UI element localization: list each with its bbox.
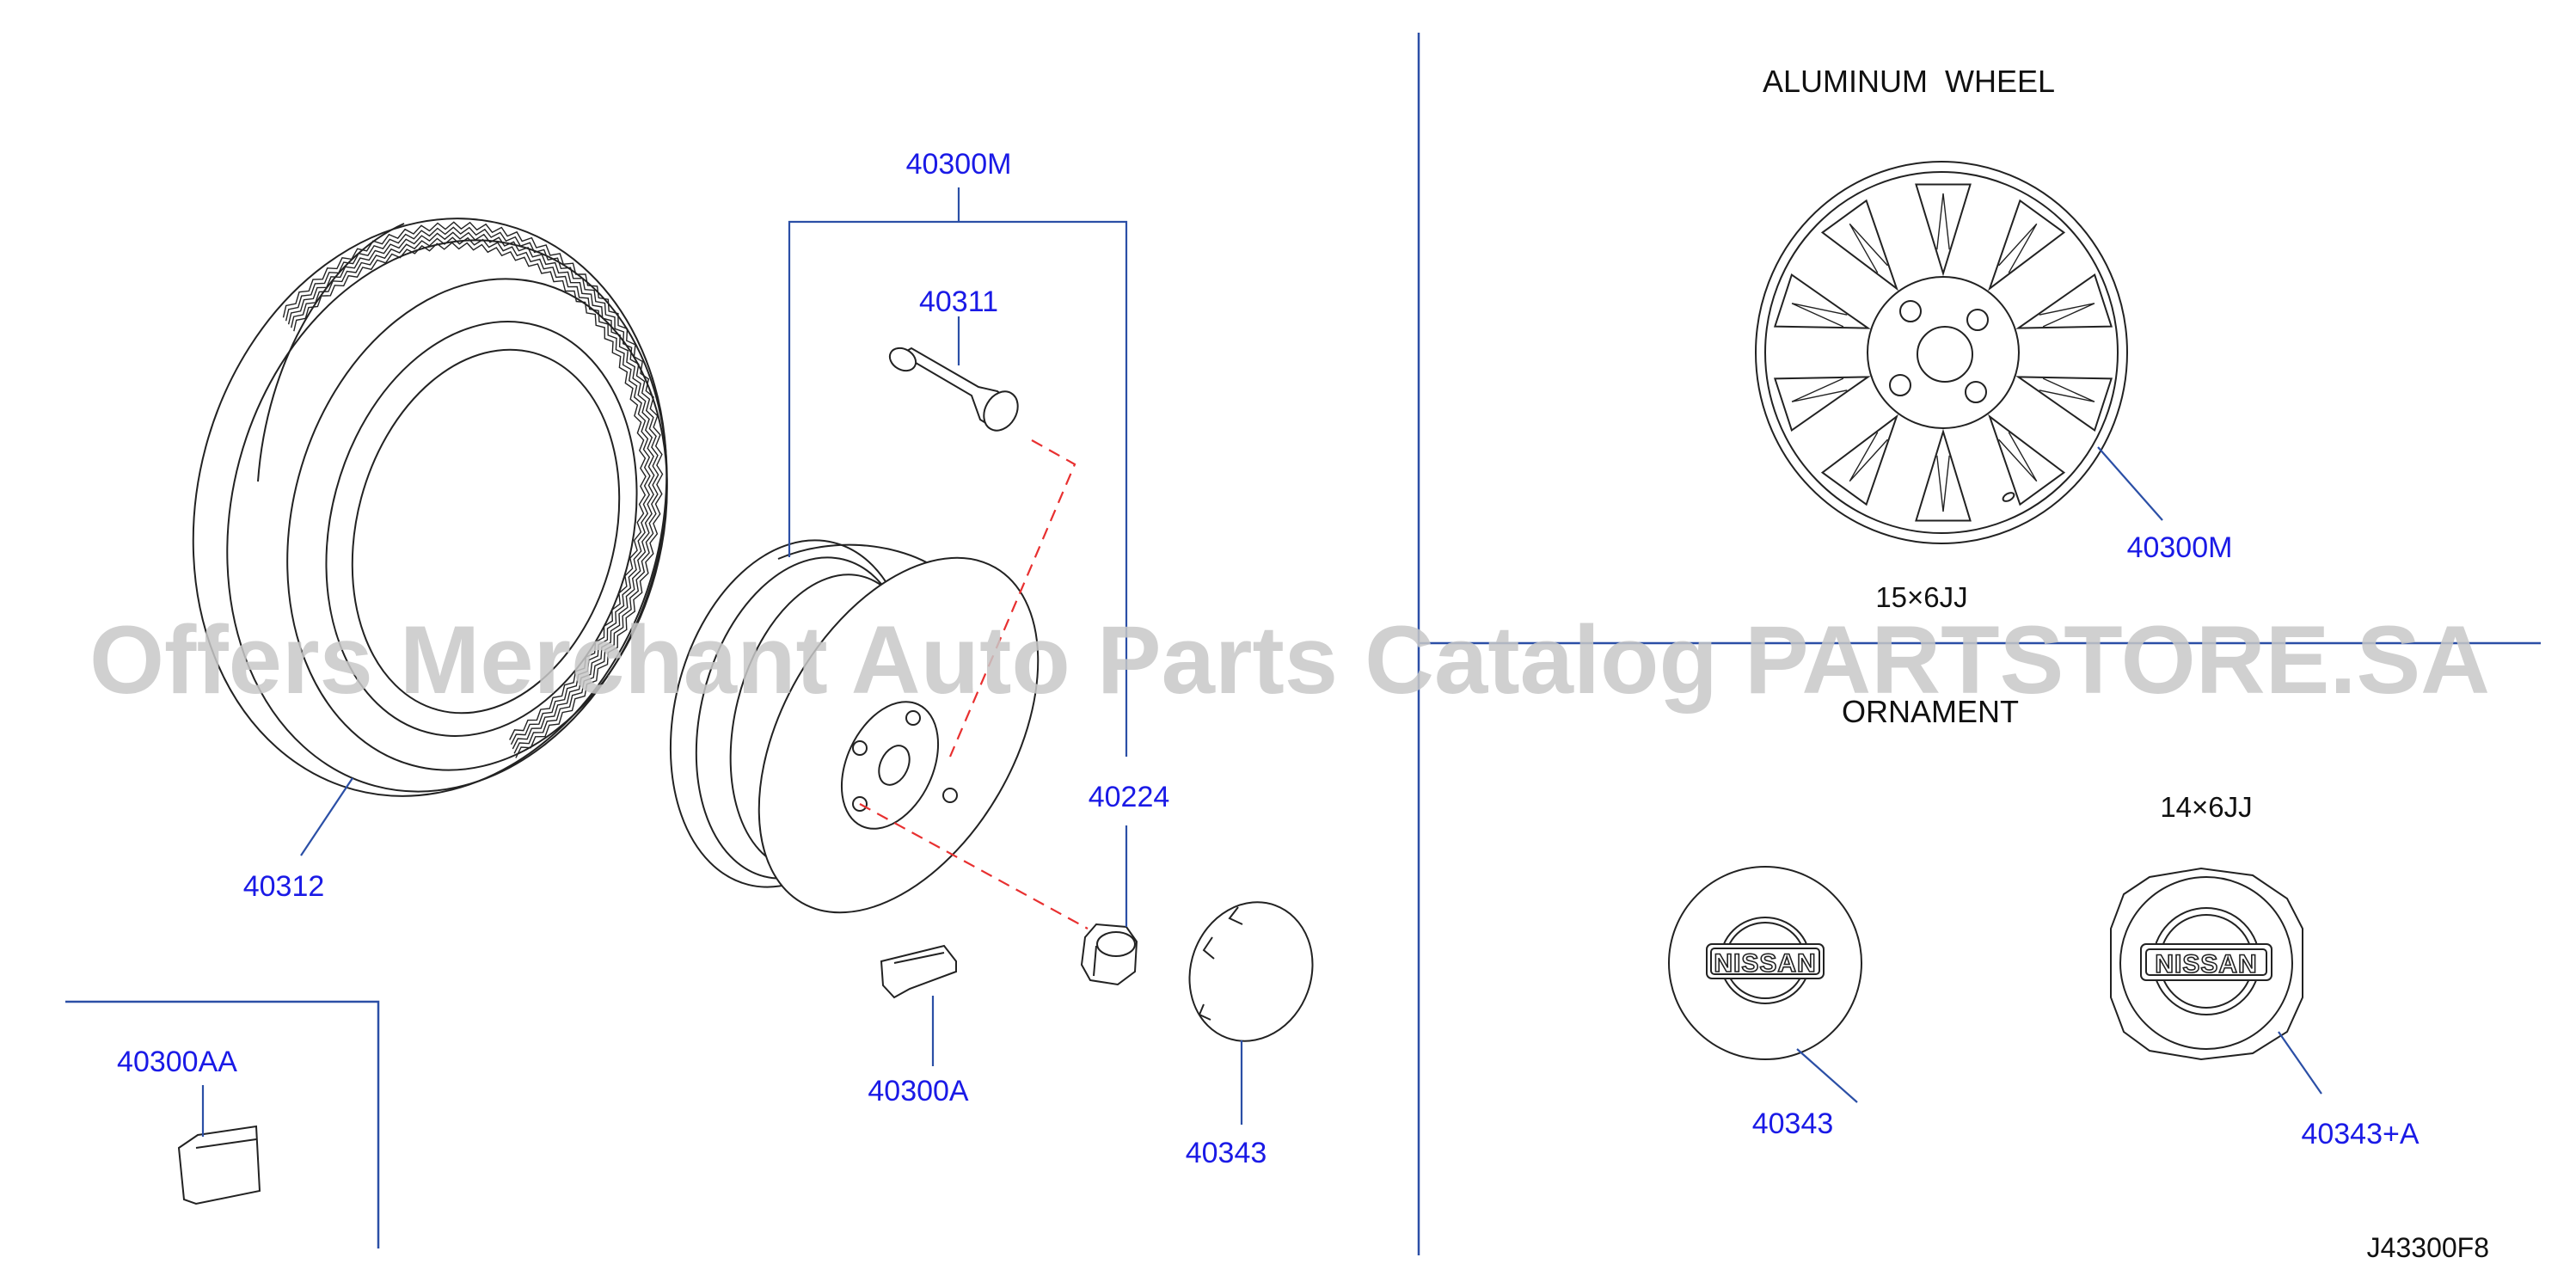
nissan-logo-text-b: NISSAN (2155, 950, 2257, 978)
alu-wheel-spoke (1988, 414, 2066, 506)
part-label-aluminum-wheel[interactable]: 40300M (2127, 531, 2233, 564)
alu-wheel-spoke (2015, 376, 2113, 432)
alu-wheel-spoke-groove (1936, 455, 1950, 512)
weight-box-frame (65, 1000, 380, 1248)
alu-wheel-spoke (1915, 183, 1972, 277)
part-label-weight-clip[interactable]: 40300A (868, 1075, 969, 1107)
nissan-logo-text-a: NISSAN (1714, 949, 1816, 978)
alu-wheel-spoke-groove (1791, 303, 1848, 328)
balance-weight-illustration (177, 1125, 261, 1205)
nut-illustration (1080, 923, 1138, 986)
leader-ornament-a (1796, 1048, 1858, 1103)
alu-wheel-spoke (1773, 376, 1871, 432)
alu-wheel-spoke-groove (1849, 432, 1888, 482)
alu-wheel-spoke (1915, 428, 1972, 522)
alu-wheel-spoke-groove (2039, 303, 2095, 328)
leader-tire (300, 777, 353, 856)
alu-wheel-spoke-groove (1936, 193, 1950, 250)
part-label-cap-left[interactable]: 40343 (1186, 1137, 1267, 1169)
leader-alu-wheel (2097, 446, 2163, 521)
alu-wheel-spoke-groove (1998, 223, 2038, 273)
weight-clip-illustration (880, 944, 957, 999)
center-cap-illustration (1188, 901, 1314, 1042)
dashed-line-valve (948, 439, 1076, 758)
diagram-code: J43300F8 (2367, 1232, 2489, 1263)
alu-wheel-spoke-groove (1849, 223, 1888, 273)
alu-wheel-spoke (1773, 273, 1871, 329)
alu-wheel-spoke-groove (2039, 377, 2095, 402)
spec-wheel-size: 15×6JJ (1875, 581, 1967, 613)
tire-illustration (192, 218, 668, 797)
alu-wheel-spoke (1820, 199, 1898, 291)
heading-aluminum-wheel: ALUMINUM WHEEL (1763, 64, 2055, 99)
part-label-ornament-a[interactable]: 40343 (1752, 1107, 1834, 1140)
alu-wheel-spoke (2015, 273, 2113, 329)
heading-ornament: ORNAMENT (1842, 694, 2019, 729)
dashed-line-nut (859, 803, 1089, 929)
valve-illustration (888, 347, 1019, 432)
alu-wheel-spoke (1988, 199, 2066, 291)
part-label-ornament-b[interactable]: 40343+A (2301, 1118, 2419, 1150)
alu-wheel-spoke (1820, 414, 1898, 506)
steel-wheel-illustration (669, 539, 1040, 914)
part-label-tire[interactable]: 40312 (243, 870, 325, 903)
part-label-weight[interactable]: 40300AA (117, 1046, 237, 1078)
ornament-a-illustration: NISSAN (1668, 866, 1862, 1060)
ornament-b-illustration: NISSAN (2110, 867, 2303, 1061)
alu-wheel-spoke-groove (1791, 377, 1848, 402)
part-label-valve[interactable]: 40311 (919, 285, 998, 318)
leader-ornament-b (2278, 1031, 2322, 1095)
part-label-nut[interactable]: 40224 (1089, 781, 1170, 813)
alu-wheel-spoke-groove (1998, 432, 2038, 482)
part-label-wheel-assy[interactable]: 40300M (906, 148, 1012, 181)
watermark-text: Offers Merchant Auto Parts Catalog PARTS… (89, 606, 2490, 714)
spec-ornament-size: 14×6JJ (2160, 791, 2252, 823)
aluminum-wheel-illustration (1755, 161, 2128, 544)
